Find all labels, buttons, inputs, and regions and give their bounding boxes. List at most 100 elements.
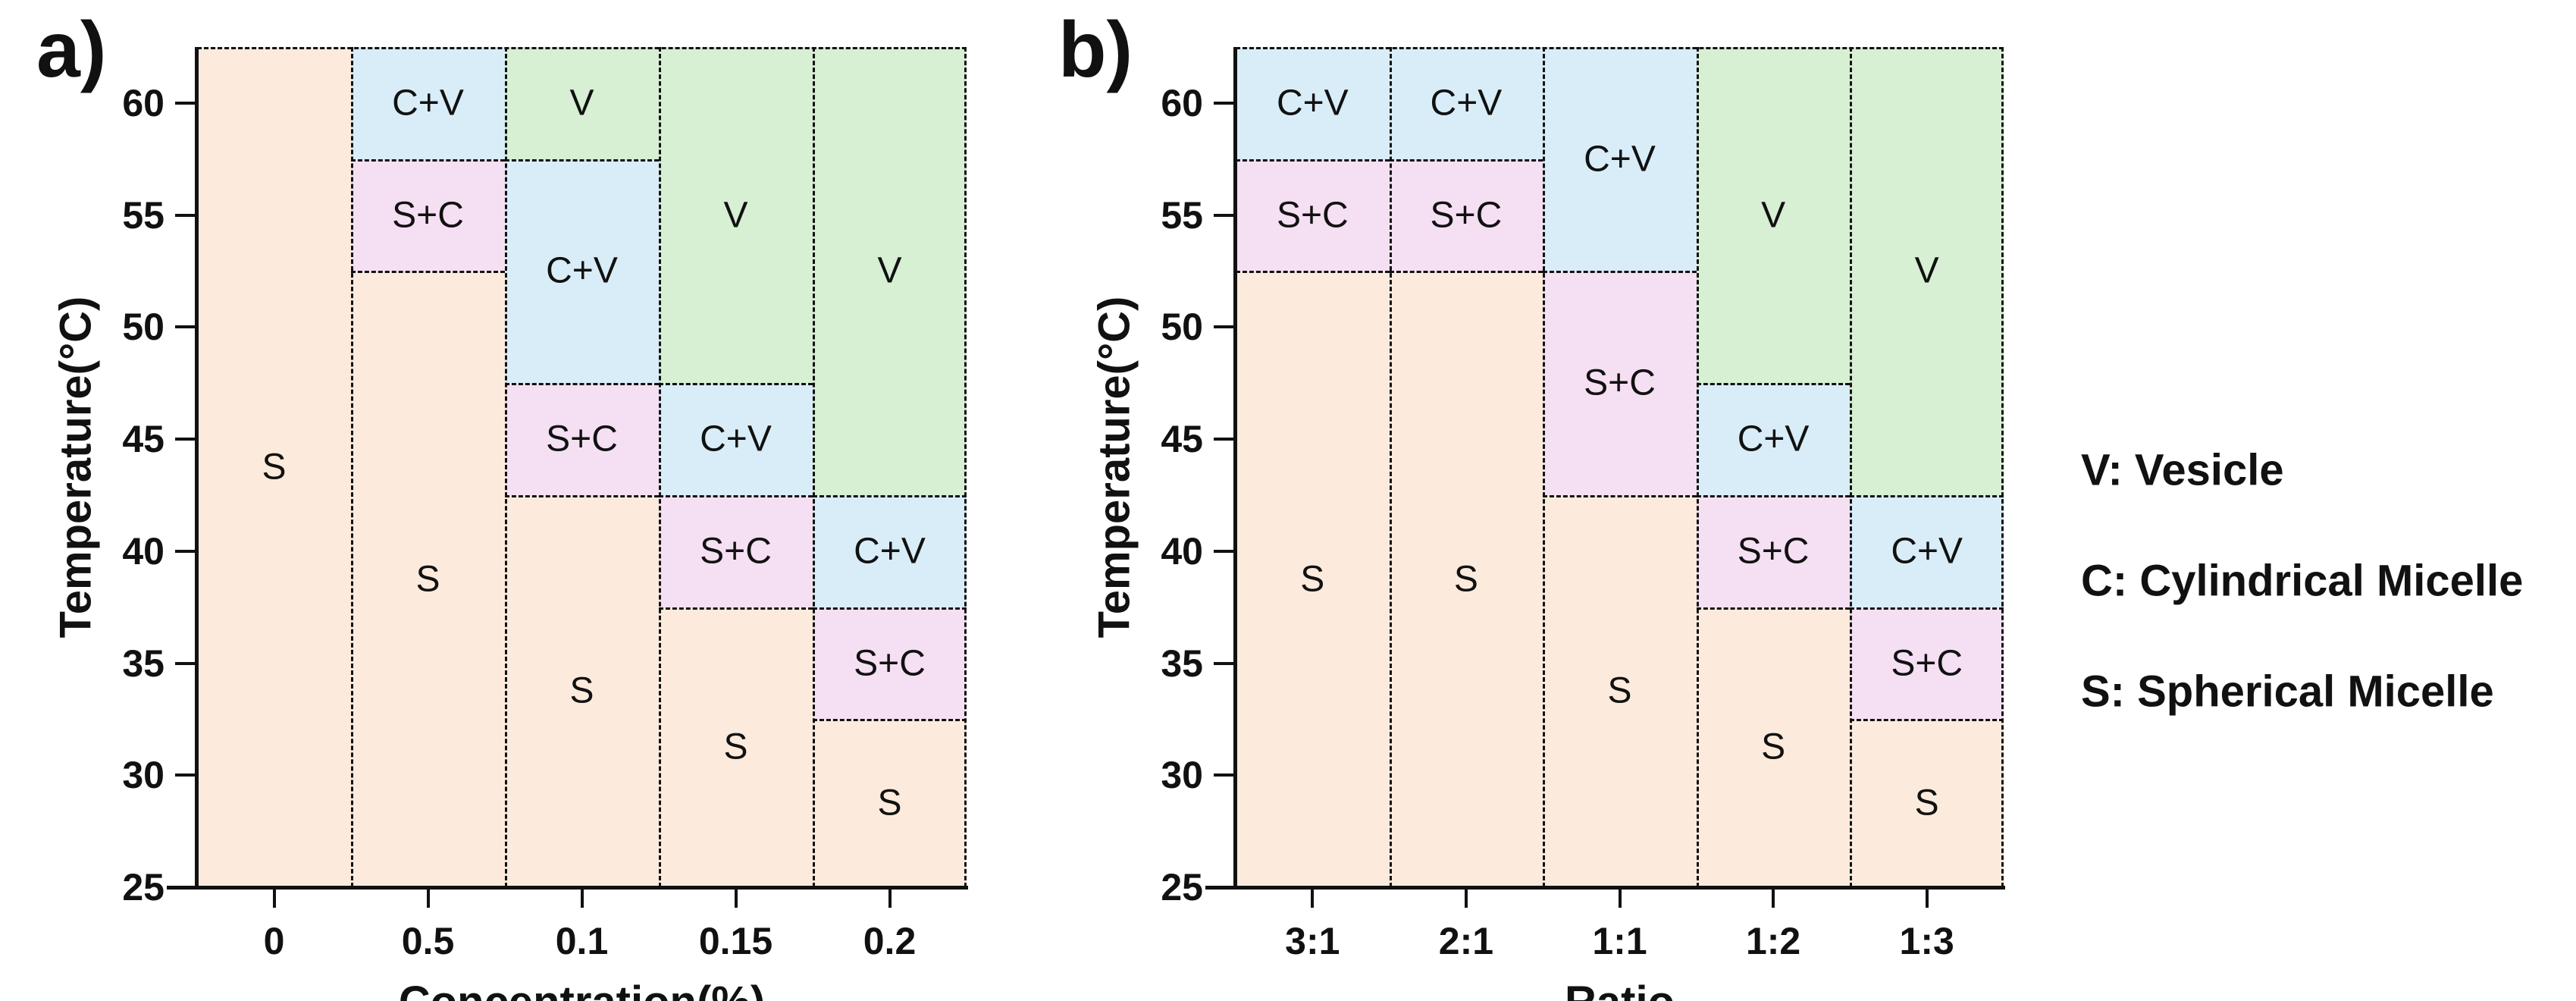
region-label: V xyxy=(569,83,594,124)
y-tick xyxy=(175,886,195,889)
x-tick xyxy=(734,890,738,908)
y-tick-label: 60 xyxy=(122,81,165,124)
region-label: C+V xyxy=(1891,531,1963,572)
x-tick xyxy=(1618,890,1622,908)
plot-top-border xyxy=(1236,47,2004,49)
phase-region xyxy=(351,271,505,887)
x-tick xyxy=(1311,890,1315,908)
region-label: C+V xyxy=(546,250,618,291)
region-label: S+C xyxy=(392,195,464,236)
region-label: S+C xyxy=(1584,362,1656,403)
region-boundary xyxy=(659,607,813,610)
y-tick xyxy=(175,661,195,665)
phase-region xyxy=(1696,607,1851,887)
region-label: S+C xyxy=(1276,195,1349,236)
y-tick xyxy=(1214,661,1233,665)
phase-region xyxy=(1389,271,1543,887)
phase-region xyxy=(351,47,505,159)
region-label: C+V xyxy=(854,531,926,572)
region-label: C+V xyxy=(1276,83,1349,124)
x-tick-label: 0.1 xyxy=(555,920,609,962)
x-axis-title: Concentration(%) xyxy=(399,977,765,1001)
phase-region xyxy=(1696,494,1851,607)
y-tick-label: 50 xyxy=(1161,306,1203,349)
phase-region xyxy=(351,158,505,271)
region-label: C+V xyxy=(1737,419,1810,460)
legend-line-cylindrical-micelle: C: Cylindrical Micelle xyxy=(2081,556,2524,606)
x-tick xyxy=(580,890,584,908)
region-boundary xyxy=(1850,494,2004,497)
region-label: S xyxy=(1300,559,1325,600)
y-axis-title: Temperature(°C) xyxy=(1089,296,1139,639)
region-label: S+C xyxy=(1891,643,1963,684)
phase-region xyxy=(659,607,813,887)
region-boundary xyxy=(1696,383,1851,386)
phase-region xyxy=(1850,47,2004,495)
column-divider xyxy=(1543,47,1546,887)
column-divider xyxy=(1389,47,1392,887)
region-boundary xyxy=(1696,607,1851,610)
phase-region xyxy=(1543,494,1697,887)
column-divider xyxy=(813,47,815,887)
y-tick xyxy=(1214,213,1233,217)
x-tick xyxy=(426,890,430,908)
phase-region xyxy=(659,383,813,495)
region-label: S+C xyxy=(700,531,772,572)
region-boundary xyxy=(659,383,813,386)
phase-region xyxy=(1850,719,2004,887)
region-label: V xyxy=(877,250,902,291)
x-axis-title: Ratio xyxy=(1565,977,1675,1001)
x-tick-label: 1:1 xyxy=(1592,920,1647,962)
region-label: V xyxy=(1914,250,1939,291)
phase-region xyxy=(659,494,813,607)
y-tick xyxy=(1214,101,1233,105)
phase-region xyxy=(813,494,967,607)
y-tick xyxy=(175,774,195,777)
phase-region xyxy=(505,158,659,384)
y-tick xyxy=(175,101,195,105)
panel-b-label: b) xyxy=(1058,6,1133,94)
column-divider xyxy=(659,47,661,887)
region-boundary xyxy=(1850,607,2004,610)
y-tick-label: 45 xyxy=(1161,418,1203,461)
x-axis-line xyxy=(1205,886,2005,890)
region-label: S xyxy=(877,783,902,824)
y-tick-label: 35 xyxy=(122,642,165,685)
region-boundary xyxy=(1850,719,2004,722)
region-label: S xyxy=(1453,559,1478,600)
x-tick-label: 0.2 xyxy=(863,920,917,962)
region-boundary xyxy=(1543,271,1697,274)
plot-right-border xyxy=(964,47,967,887)
phase-region xyxy=(1389,158,1543,271)
phase-region xyxy=(1236,158,1390,271)
phase-region xyxy=(813,47,967,495)
plot-top-border xyxy=(197,47,967,49)
legend-line-spherical-micelle: S: Spherical Micelle xyxy=(2081,667,2494,717)
y-tick-label: 60 xyxy=(1161,81,1203,124)
phase-region xyxy=(505,47,659,159)
x-tick xyxy=(888,890,892,908)
region-boundary xyxy=(1543,494,1697,497)
region-boundary xyxy=(351,158,505,162)
phase-region xyxy=(1850,494,2004,607)
y-tick xyxy=(1214,325,1233,329)
column-divider xyxy=(1850,47,1853,887)
phase-region xyxy=(1543,271,1697,495)
phase-region xyxy=(1850,607,2004,720)
y-tick-label: 55 xyxy=(122,193,165,237)
column-divider xyxy=(505,47,507,887)
legend-line-vesicle: V: Vesicle xyxy=(2081,445,2284,495)
region-label: C+V xyxy=(1430,83,1503,124)
region-boundary xyxy=(1236,271,1390,274)
region-boundary xyxy=(505,494,659,497)
y-tick xyxy=(1214,549,1233,553)
y-tick-label: 25 xyxy=(122,866,165,908)
phase-region xyxy=(197,47,351,887)
x-tick-label: 2:1 xyxy=(1438,920,1494,962)
y-tick-label: 30 xyxy=(1161,754,1203,797)
region-label: C+V xyxy=(700,419,772,460)
phase-region xyxy=(1389,47,1543,159)
y-tick-label: 40 xyxy=(1161,529,1203,573)
y-tick-label: 40 xyxy=(122,529,165,573)
